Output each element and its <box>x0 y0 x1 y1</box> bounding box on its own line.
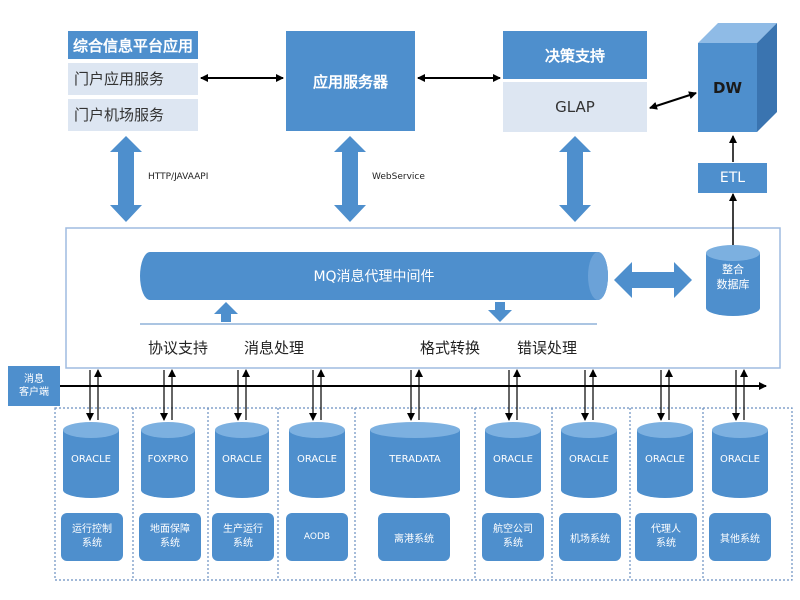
db-cylinder <box>637 422 693 498</box>
system-box-operation-control: 运行控制 系统 <box>61 513 123 561</box>
db-cylinder <box>561 422 617 498</box>
system-box-production-operation: 生产运行 系统 <box>212 513 274 561</box>
portal-item-app-service: 门户应用服务 <box>68 63 198 95</box>
system-name-line: 地面保障 <box>150 524 190 535</box>
system-name-line: 航空公司 <box>493 524 533 535</box>
system-box-aodb: AODB <box>286 513 348 561</box>
integration-db-label-line1: 整合 <box>722 263 744 276</box>
portal-title: 综合信息平台应用 <box>68 31 198 59</box>
bus-up-arrow <box>214 302 238 322</box>
app-server-box: 应用服务器 <box>286 31 415 131</box>
db-cylinder <box>141 422 195 498</box>
system-box-airport: 机场系统 <box>559 513 621 561</box>
integration-db-label-line2: 数据库 <box>716 278 750 291</box>
decision-mq-arrow <box>559 136 591 222</box>
system-box-departure: 离港系统 <box>378 513 450 561</box>
connector-arrows <box>86 369 748 421</box>
db-cylinder <box>712 422 768 498</box>
db-cylinder <box>370 422 460 498</box>
mq-bus <box>140 252 608 300</box>
system-name-line: 代理人 <box>651 524 681 535</box>
system-name-line: 系统 <box>82 538 102 549</box>
db-cylinder <box>485 422 541 498</box>
db-label: FOXPRO <box>147 454 189 465</box>
db-cylinder <box>63 422 119 498</box>
db-label: ORACLE <box>569 454 609 465</box>
db-label: ORACLE <box>297 454 337 465</box>
glap-box: GLAP <box>503 82 647 132</box>
system-name-line: 系统 <box>503 538 523 549</box>
message-client-box: 消息 客户端 <box>8 366 60 406</box>
system-name-line: 运行控制 <box>72 524 112 535</box>
vertical-blue-arrows <box>110 136 692 322</box>
system-box-agent: 代理人 系统 <box>635 513 697 561</box>
system-name-line: 系统 <box>160 538 180 549</box>
integration-db-cylinder <box>706 245 760 316</box>
etl-box: ETL <box>698 163 767 193</box>
systems-region <box>54 407 793 581</box>
dw-label: DW <box>713 78 742 97</box>
db-cylinder <box>289 422 345 498</box>
glap-dw-arrow <box>649 91 697 110</box>
system-dividers <box>132 408 704 580</box>
message-client-line2: 客户端 <box>19 387 49 398</box>
dw-cube <box>698 23 777 132</box>
system-db-cylinders <box>63 422 768 498</box>
system-name-line: 系统 <box>233 538 253 549</box>
mq-bus-label: MQ消息代理中间件 <box>313 269 435 285</box>
system-name-line: 生产运行 <box>223 524 263 535</box>
db-label: ORACLE <box>71 454 111 465</box>
db-label: ORACLE <box>222 454 262 465</box>
db-label: TERADATA <box>389 454 441 465</box>
bus-down-arrow <box>488 302 512 322</box>
function-format-conversion: 格式转换 <box>420 339 481 357</box>
system-box-ground-support: 地面保障 系统 <box>139 513 201 561</box>
function-protocol-support: 协议支持 <box>148 339 209 357</box>
db-label: ORACLE <box>720 454 760 465</box>
db-cylinder <box>215 422 269 498</box>
mq-db-arrow <box>614 262 692 298</box>
message-client-line1: 消息 <box>24 374 44 385</box>
system-name-line: 系统 <box>656 538 676 549</box>
portal-item-airport-service: 门户机场服务 <box>68 99 198 131</box>
mq-bus-end <box>588 252 608 300</box>
function-error-handling: 错误处理 <box>517 339 578 357</box>
portal-mq-arrow <box>110 136 142 222</box>
db-label: ORACLE <box>493 454 533 465</box>
system-box-other: 其他系统 <box>709 513 771 561</box>
integration-db-label: 整合 数据库 <box>706 262 760 292</box>
function-message-processing: 消息处理 <box>244 339 305 357</box>
db-label: ORACLE <box>645 454 685 465</box>
protocol-http-label: HTTP/JAVAAPI <box>148 172 209 182</box>
app-mq-arrow <box>334 136 366 222</box>
system-box-airline: 航空公司 系统 <box>482 513 544 561</box>
decision-title: 决策支持 <box>503 31 647 79</box>
protocol-webservice-label: WebService <box>372 172 425 182</box>
